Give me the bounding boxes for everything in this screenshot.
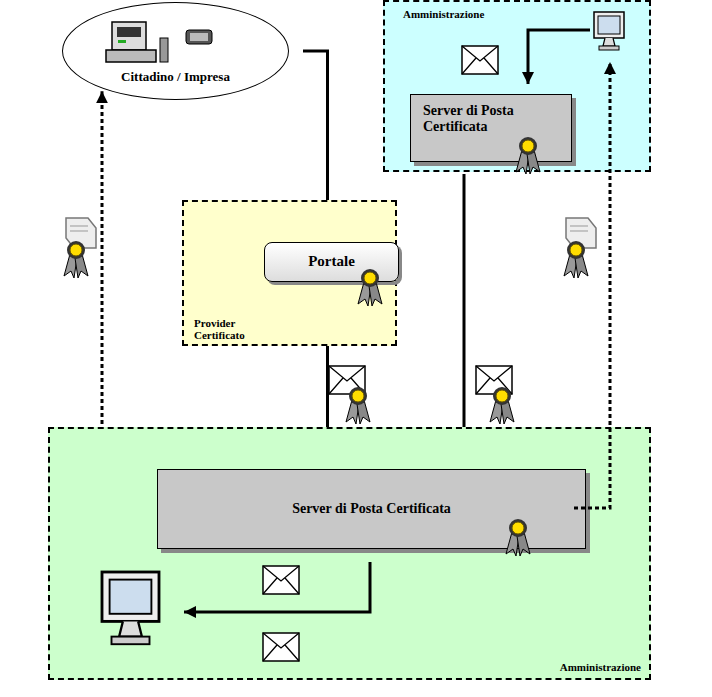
receipt-connector xyxy=(102,91,157,509)
seal-icon xyxy=(358,269,382,306)
server-box: Server di Posta Certificata xyxy=(410,94,572,162)
computer-icon xyxy=(106,22,168,62)
region-box: AmministrazioneServer di Posta Certifica… xyxy=(383,0,651,172)
actor-ellipse: Cittadino / Impresa xyxy=(62,2,289,100)
message-connector xyxy=(326,282,329,469)
envelope-icon xyxy=(263,633,299,661)
seal-icon xyxy=(346,387,370,424)
node-label: Server di Posta Certificata xyxy=(423,103,545,135)
node-label: Cittadino / Impresa xyxy=(63,70,288,85)
monitor-icon xyxy=(594,12,624,50)
node-label: Portale xyxy=(265,253,398,270)
message-connector xyxy=(303,51,328,242)
monitor-icon xyxy=(102,572,159,644)
envelope-icon xyxy=(263,566,299,594)
message-connector xyxy=(463,174,466,469)
seal-icon xyxy=(506,519,530,556)
flow-line xyxy=(528,30,590,84)
envelope-icon xyxy=(329,366,365,394)
node-label: Amministrazione xyxy=(560,661,641,674)
node-label: Server di Posta Certificata xyxy=(158,501,585,517)
card-reader-icon xyxy=(186,30,212,44)
certificate-icon xyxy=(66,218,96,248)
portal-box: Portale xyxy=(264,242,399,282)
server-box: Server di Posta Certificata xyxy=(157,469,586,549)
seal-icon xyxy=(516,137,540,174)
region-box: Amministrazione Server di Posta Certifica… xyxy=(48,427,651,680)
certificate-icon xyxy=(566,218,596,248)
envelope-icon xyxy=(462,46,498,74)
flow-line xyxy=(184,562,370,612)
receipt-line xyxy=(574,62,610,508)
node-label: Amministrazione xyxy=(403,8,484,21)
node-label: Provider Certificato xyxy=(194,317,264,342)
seal-icon xyxy=(64,241,88,278)
seal-icon xyxy=(564,241,588,278)
envelope-icon xyxy=(476,366,512,394)
seal-icon xyxy=(490,387,514,424)
region-box: Provider Certificato Portale xyxy=(182,200,397,346)
